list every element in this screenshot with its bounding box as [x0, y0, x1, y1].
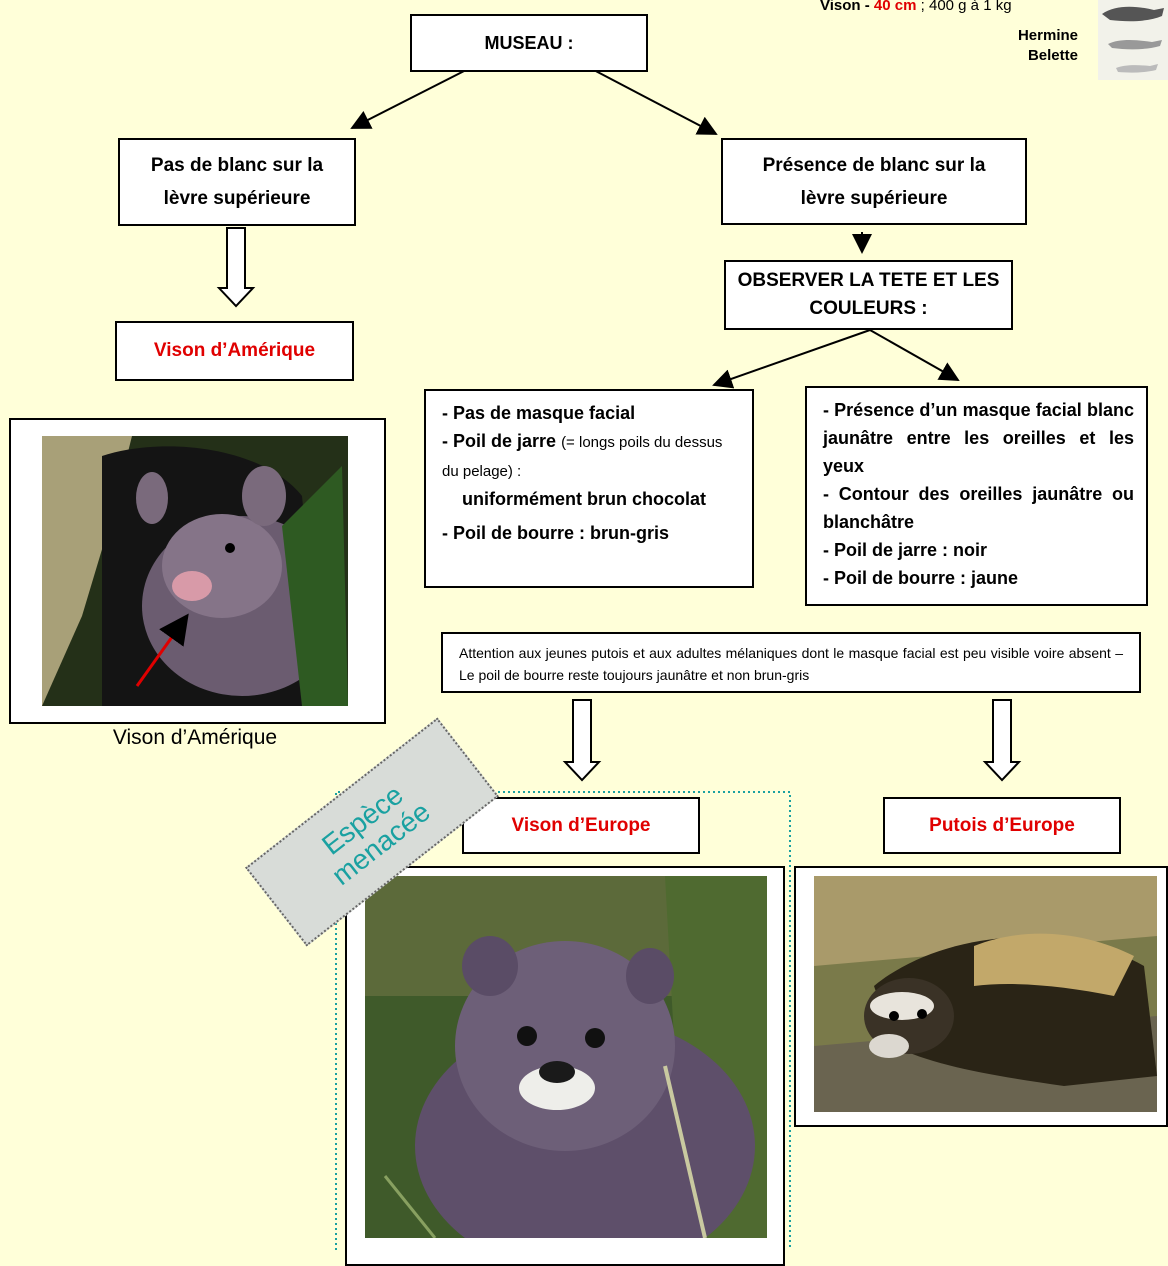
- caption-vison-amerique: Vison d’Amérique: [112, 726, 278, 749]
- block-arrow-left: [216, 227, 256, 308]
- arrow-observe-right: [869, 329, 960, 381]
- size-legend: Vison - 40 cm ; 400 g à 1 kg Hermine Bel…: [820, 0, 1080, 66]
- node-white-lip: Présence de blanc sur la lèvre supérieur…: [721, 138, 1027, 225]
- trait-mask: - Présence d’un masque facial blanc jaun…: [823, 400, 1134, 476]
- trait-ear-contour: - Contour des oreilles jaunâtre ou blanc…: [823, 484, 1134, 532]
- node-observe: OBSERVER LA TETE ET LES COULEURS :: [724, 260, 1013, 330]
- block-arrow-europe: [562, 699, 602, 782]
- result-putois-europe: Putois d’Europe: [883, 797, 1121, 854]
- trait-guard-hair: - Poil de jarre (= longs poils du dessus…: [442, 431, 723, 480]
- traits-putois: - Présence d’un masque facial blanc jaun…: [805, 386, 1148, 606]
- legend-vison: Vison - 40 cm ; 400 g à 1 kg: [820, 0, 1012, 14]
- arrow-root-left: [350, 67, 471, 129]
- block-arrow-putois: [982, 699, 1022, 782]
- arrow-observe-left: [712, 329, 871, 389]
- legend-belette: Belette: [1027, 47, 1078, 64]
- warning-note: Attention aux jeunes putois et aux adult…: [441, 632, 1141, 693]
- trait-underfur-yellow: - Poil de bourre : jaune: [823, 568, 1019, 588]
- node-no-white-lip: Pas de blanc sur la lèvre supérieure: [118, 138, 356, 226]
- trait-no-mask: - Pas de masque facial: [442, 403, 636, 423]
- root-node: MUSEAU :: [410, 14, 648, 72]
- traits-vison-europe: - Pas de masque facial - Poil de jarre (…: [424, 389, 754, 588]
- legend-hermine: Hermine: [1017, 27, 1078, 44]
- mink-illustration: [42, 436, 348, 706]
- photo-vison-europe: [365, 876, 767, 1238]
- polecat-illustration: [814, 876, 1157, 1112]
- result-vison-europe: Vison d’Europe: [462, 797, 700, 854]
- photo-putois: [814, 876, 1157, 1112]
- trait-guard-hair-color: uniformément brun chocolat: [462, 489, 707, 509]
- arrow-root-right: [589, 67, 718, 135]
- photo-vison-amerique: [42, 436, 348, 706]
- mustelid-silhouettes-icon: [1098, 0, 1168, 80]
- result-vison-amerique: Vison d’Amérique: [115, 321, 354, 381]
- trait-guard-hair-black: - Poil de jarre : noir: [823, 540, 988, 560]
- european-mink-illustration: [365, 876, 767, 1238]
- trait-underfur: - Poil de bourre : brun-gris: [442, 523, 670, 543]
- endangered-frame: [335, 791, 791, 1250]
